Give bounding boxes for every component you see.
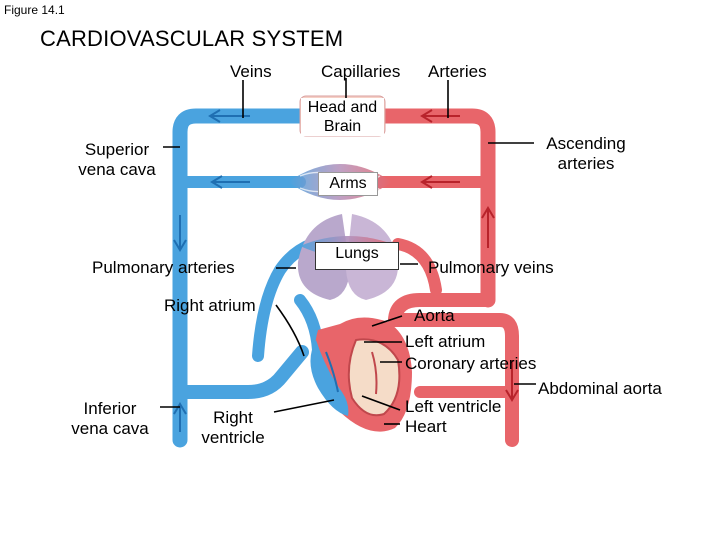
pulmonary-vein-vessel [392,238,442,296]
head-and-brain-label: Head and Brain [301,98,384,136]
leader-left-ventricle [361,395,401,411]
superior-vena-cava-label: Superior vena cava [78,140,156,179]
capillaries-label: Capillaries [321,62,401,81]
arrow-arm-vein-left [210,175,250,189]
arms-label: Arms [318,172,378,196]
leader-aorta [371,315,403,327]
right-atrium-label: Right atrium [164,296,256,315]
abdominal-aorta-vessel [388,313,519,447]
arrow-arm-artery-left [420,175,460,189]
leader-right-ventricle [273,399,335,413]
aorta-label: Aorta [414,306,455,325]
heart-label: Heart [405,417,447,436]
left-ventricle-label: Left ventricle [405,397,502,416]
left-atrium-label: Left atrium [405,332,486,351]
ascending-arteries-label: Ascending arteries [546,134,626,173]
arrow-asc-up [481,206,495,248]
arteries-label: Arteries [428,62,487,81]
inferior-vena-cava-vessel [173,345,309,399]
page-title: CARDIOVASCULAR SYSTEM [40,26,344,51]
leader-right-atrium [275,304,305,357]
flow-arrows [173,109,519,432]
veins-label: Veins [230,62,272,81]
abdominal-aorta-label: Abdominal aorta [538,379,662,398]
pulmonary-arteries-label: Pulmonary arteries [92,258,235,277]
right-ventricle-label: Right ventricle [201,408,265,447]
arrow-aorta-down [505,360,519,402]
lungs-label: Lungs [315,242,399,270]
figure-label: Figure 14.1 [4,3,65,17]
arrow-head-artery-left [420,109,460,123]
coronary-arteries-label: Coronary arteries [405,354,537,373]
arrow-svc-down [173,215,187,252]
ascending-artery-vessel [377,108,496,308]
inferior-vena-cava-label: Inferior vena cava [71,399,149,438]
heart-graphic [310,317,412,432]
arrow-ivc-up [173,402,187,432]
veins-network [172,108,324,448]
superior-vena-cava-vessel [172,108,308,448]
leader-lines [160,78,536,425]
pulmonary-veins-label: Pulmonary veins [428,258,554,277]
pulmonary-artery-vessel [252,238,318,362]
